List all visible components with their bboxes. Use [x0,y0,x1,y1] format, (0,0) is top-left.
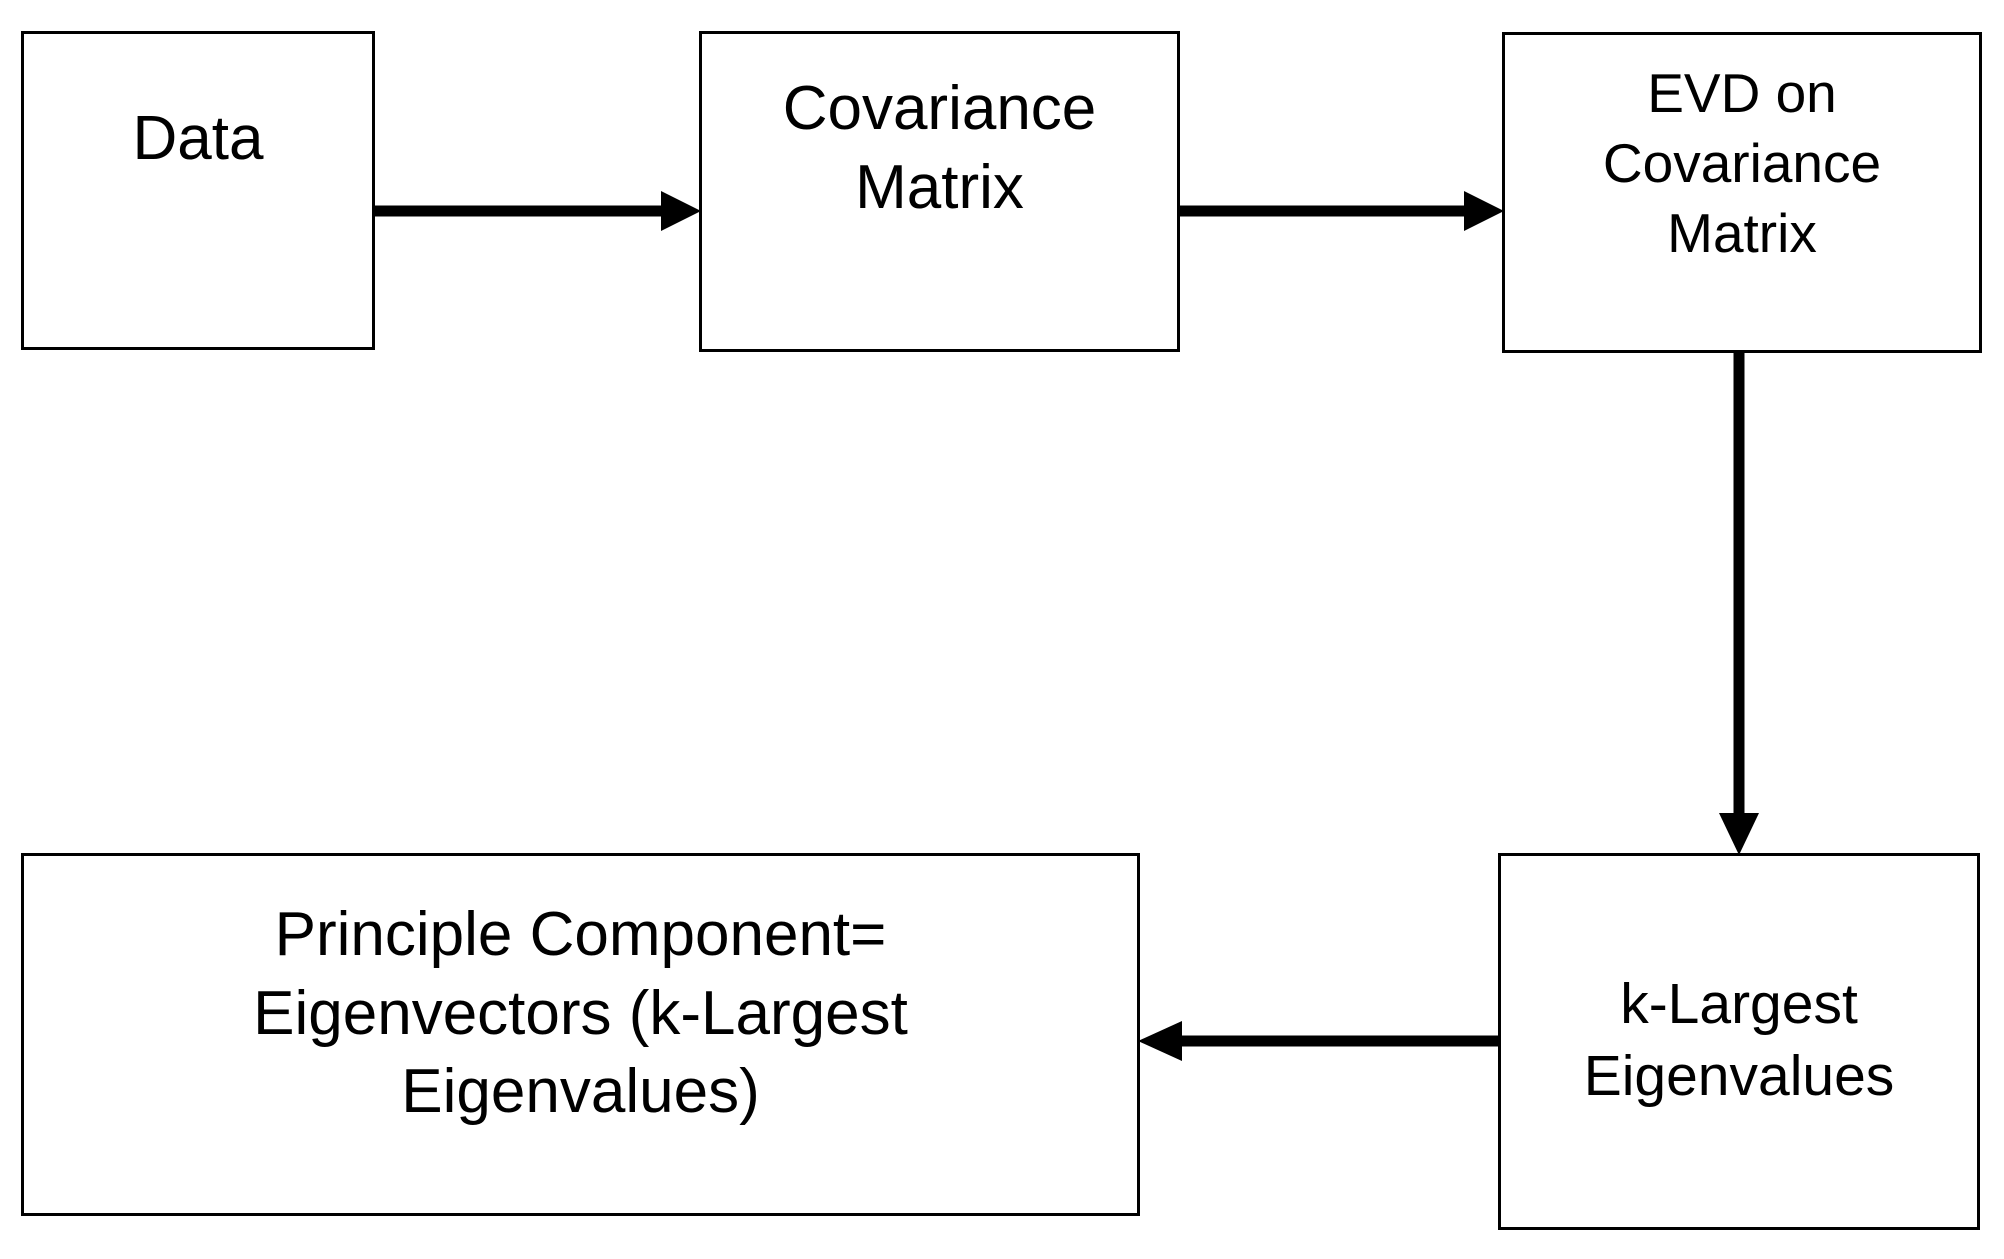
node-evd-line-3: Matrix [1667,201,1817,264]
node-principle-component[interactable]: Principle Component= Eigenvectors (k-Lar… [21,853,1140,1216]
node-principle-component-line-2: Eigenvectors (k-Largest [253,978,908,1048]
node-data-line-1: Data [132,104,264,173]
arrow-left-icon-k-largest-to-principle [1138,1020,1500,1062]
arrow-right-icon-covariance-to-evd [1180,190,1504,232]
arrow-right-icon-data-to-covariance [375,190,701,232]
node-data[interactable]: Data [21,31,375,350]
arrow-down-icon-evd-to-k-largest [1718,352,1760,855]
node-evd-on-covariance-matrix[interactable]: EVD on Covariance Matrix [1502,32,1982,353]
node-principle-component-line-3: Eigenvalues) [401,1057,760,1127]
node-evd-line-2: Covariance [1602,131,1882,194]
node-k-largest-eigenvalues-line-2: Eigenvalues [1583,1044,1895,1109]
node-k-largest-eigenvalues[interactable]: k-Largest Eigenvalues [1498,853,1980,1230]
node-principle-component-line-1: Principle Component= [274,900,887,969]
node-covariance-matrix-line-1: Covariance [782,74,1097,143]
node-evd-line-1: EVD on [1647,62,1837,124]
node-covariance-matrix[interactable]: Covariance Matrix [699,31,1180,352]
node-covariance-matrix-line-2: Matrix [855,152,1024,222]
node-k-largest-eigenvalues-line-1: k-Largest [1620,972,1858,1036]
